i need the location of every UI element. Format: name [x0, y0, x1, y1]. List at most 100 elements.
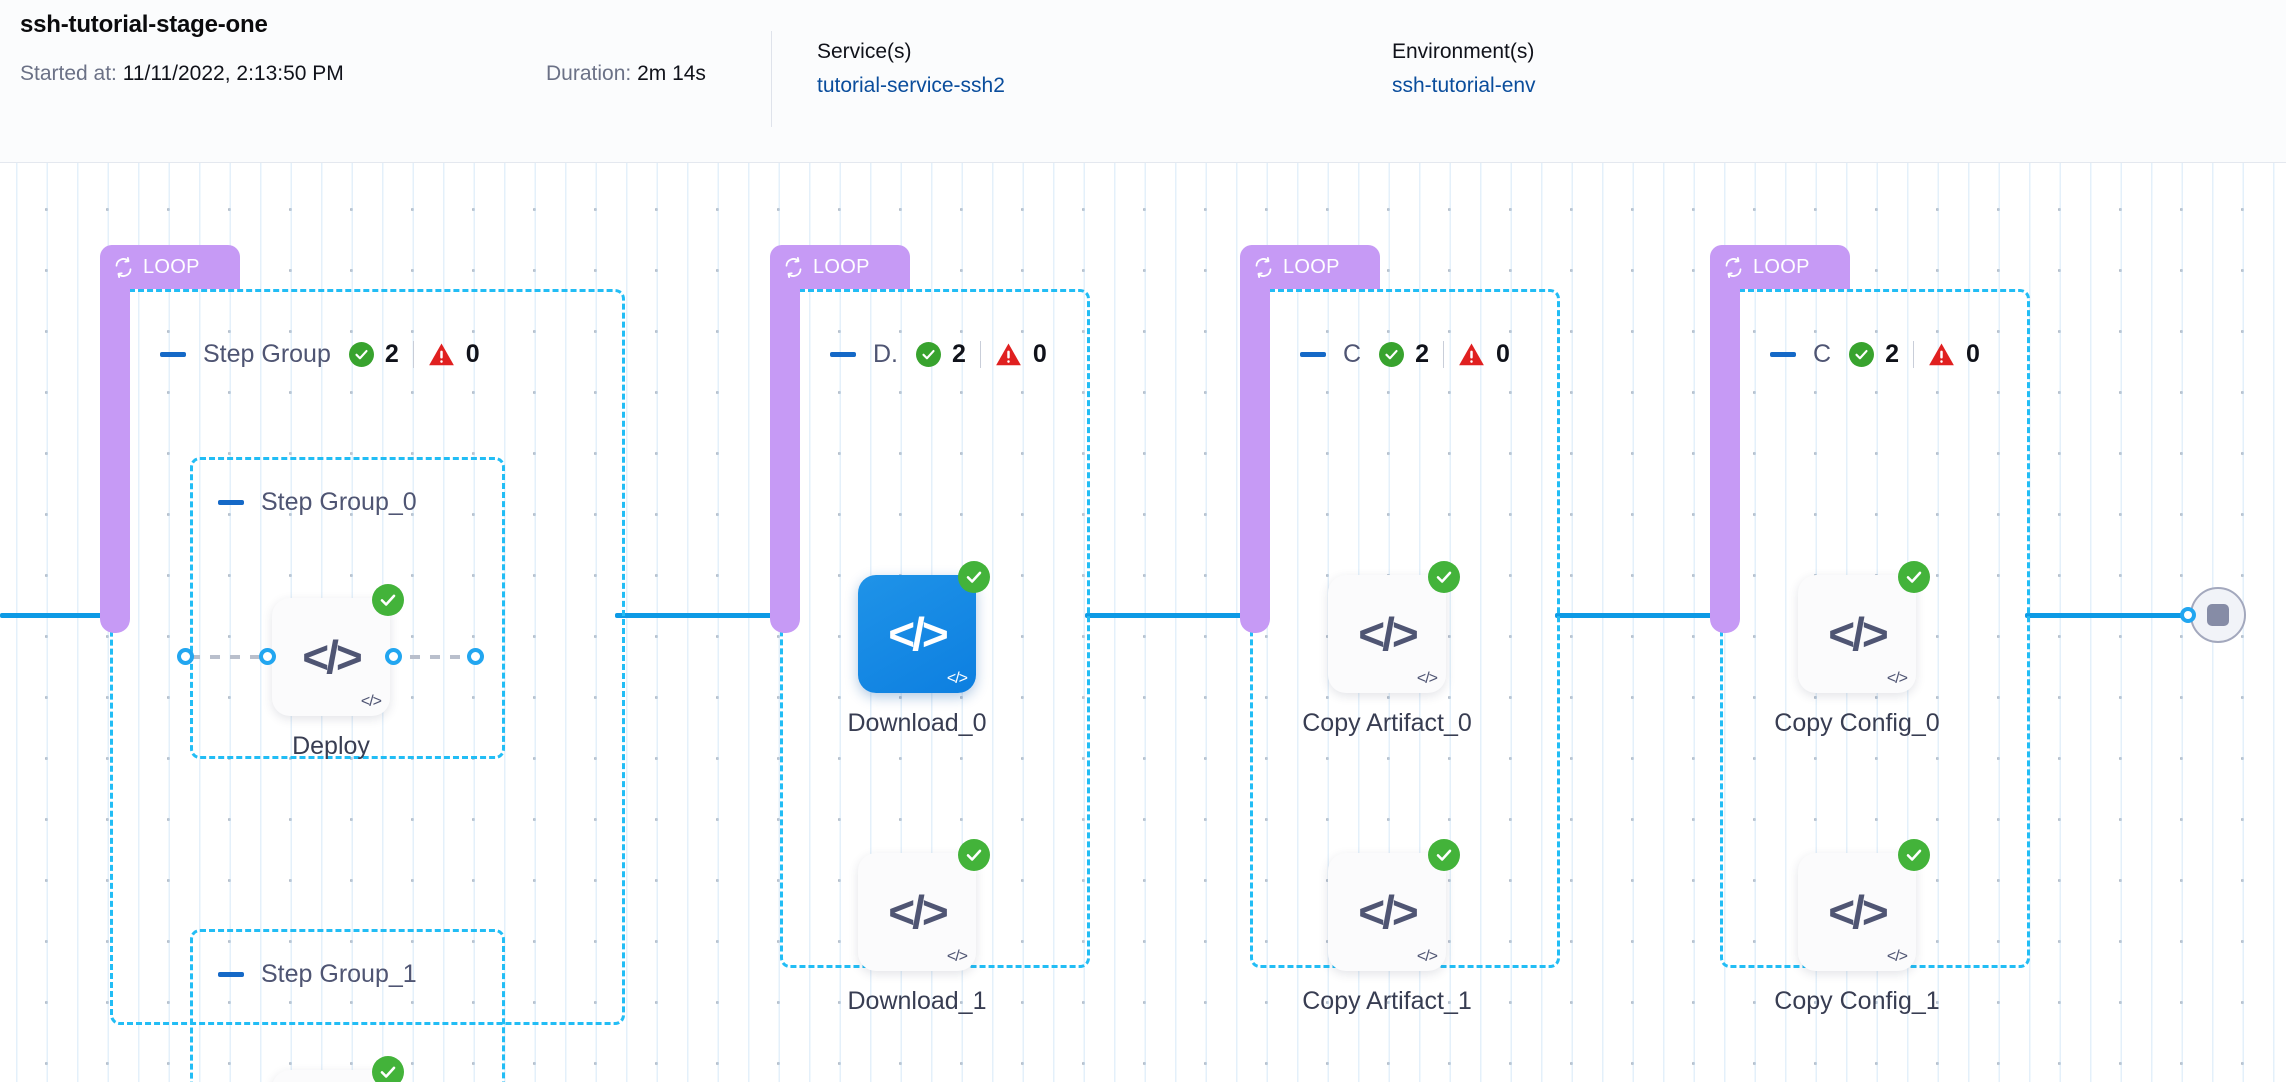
- node-tile[interactable]: </> </>: [272, 598, 390, 716]
- node-tile[interactable]: </> </>: [858, 575, 976, 693]
- collapse-toggle[interactable]: [160, 352, 186, 357]
- status-divider: [1912, 341, 1914, 368]
- code-icon: </>: [1358, 608, 1418, 660]
- group-boundary: [110, 289, 625, 1025]
- loop-group-download: LOOP D. 2 0: [770, 245, 1090, 1025]
- loop-group-copy-config: LOOP C 2 0: [1710, 245, 2030, 1025]
- group-header-copy-artifact: C 2 0: [1300, 340, 1510, 369]
- connector-dot-left[interactable]: [259, 648, 276, 665]
- inner-group-step-group-0: [190, 457, 505, 759]
- status-divider: [412, 341, 414, 368]
- group-title: Step Group: [203, 340, 331, 368]
- stop-square-icon: [2207, 604, 2229, 626]
- connector-line-entry: [0, 613, 110, 618]
- shell-script-icon: </>: [1886, 948, 1908, 965]
- shell-script-icon: </>: [1416, 670, 1438, 687]
- code-icon: </>: [1828, 886, 1888, 938]
- group-title: C: [1813, 340, 1832, 368]
- environment-link[interactable]: ssh-tutorial-env: [1392, 74, 1536, 97]
- failure-count: 0: [1495, 340, 1510, 368]
- environment-block: Environment(s) ssh-tutorial-env: [1392, 40, 1536, 98]
- group-header-download: D. 2 0: [830, 340, 1047, 369]
- node-label: Copy Config_0: [1774, 709, 1940, 737]
- page-title: ssh-tutorial-stage-one: [20, 11, 268, 38]
- step-node-copy-artifact-1: </> </> Copy Artifact_1: [1302, 839, 1472, 1015]
- service-block: Service(s) tutorial-service-ssh2: [817, 40, 1005, 98]
- node-tile[interactable]: </> </>: [1798, 575, 1916, 693]
- status-badge-success: [372, 1056, 404, 1082]
- collapse-toggle[interactable]: [1770, 352, 1796, 357]
- group-header-step-group: Step Group 2 0: [160, 340, 480, 369]
- success-count: 2: [1415, 340, 1429, 368]
- shell-script-icon: </>: [1886, 670, 1908, 687]
- connector-dot-far-left[interactable]: [177, 648, 194, 665]
- loop-icon: [1725, 256, 1742, 278]
- execution-header: ssh-tutorial-stage-one Started at: 11/11…: [0, 0, 2286, 163]
- node-tile[interactable]: </> </>: [858, 853, 976, 971]
- failure-count: 0: [1965, 340, 1980, 368]
- status-divider: [1442, 341, 1444, 368]
- loop-group-copy-artifact: LOOP C 2 0: [1240, 245, 1560, 1025]
- collapse-toggle[interactable]: [1300, 352, 1326, 357]
- status-badge-success: [958, 839, 990, 871]
- loop-badge[interactable]: LOOP: [1710, 245, 1850, 289]
- service-label: Service(s): [817, 40, 912, 63]
- failure-count: 0: [465, 340, 480, 368]
- code-icon: </>: [888, 886, 948, 938]
- group-status: 2 0: [1379, 340, 1510, 369]
- loop-bar: [1710, 245, 1740, 633]
- duration-row: Duration: 2m 14s: [546, 62, 706, 86]
- header-divider: [771, 31, 772, 127]
- loop-badge[interactable]: LOOP: [100, 245, 240, 289]
- success-check-icon: [1849, 342, 1875, 367]
- collapse-toggle[interactable]: [218, 500, 244, 505]
- connector-dot-right[interactable]: [385, 648, 402, 665]
- loop-icon: [115, 256, 132, 278]
- success-check-icon: [916, 342, 941, 367]
- pipeline-canvas[interactable]: LOOP Step Group 2 0: [0, 163, 2286, 1082]
- group-header-step-group-0: Step Group_0: [218, 488, 435, 517]
- node-tile[interactable]: </> </>: [1798, 853, 1916, 971]
- loop-icon: [1255, 256, 1272, 278]
- stop-button[interactable]: [2190, 587, 2246, 643]
- collapse-toggle[interactable]: [218, 972, 244, 977]
- status-badge-success: [958, 561, 990, 593]
- group-title: Step Group_1: [261, 960, 417, 988]
- loop-group-step-group: LOOP Step Group 2 0: [100, 245, 625, 1082]
- connector-line-1: [615, 613, 775, 618]
- step-node-step-group-1-item: </> </>: [272, 1056, 404, 1082]
- success-count: 2: [952, 340, 966, 368]
- node-label: Download_0: [847, 709, 987, 737]
- loop-badge-label: LOOP: [1753, 255, 1810, 278]
- status-badge-success: [1898, 561, 1930, 593]
- loop-bar: [770, 245, 800, 633]
- node-tile[interactable]: </> </>: [1328, 575, 1446, 693]
- node-label: Deploy: [292, 732, 370, 760]
- loop-badge[interactable]: LOOP: [770, 245, 910, 289]
- failure-warning-icon: [1459, 343, 1484, 366]
- loop-badge-label: LOOP: [813, 255, 870, 278]
- node-tile[interactable]: </> </>: [1328, 853, 1446, 971]
- node-link-right: [390, 655, 474, 659]
- group-status: 2 0: [1849, 340, 1980, 369]
- status-badge-success: [372, 584, 404, 616]
- pipeline-end-node: [2180, 587, 2246, 643]
- step-node-copy-config-0: </> </> Copy Config_0: [1774, 561, 1940, 737]
- connector-line-exit: [2025, 613, 2190, 618]
- connector-dot-end[interactable]: [2180, 607, 2196, 623]
- step-node-copy-config-1: </> </> Copy Config_1: [1774, 839, 1940, 1015]
- loop-badge[interactable]: LOOP: [1240, 245, 1380, 289]
- duration-label: Duration:: [546, 62, 632, 85]
- shell-script-icon: </>: [360, 693, 382, 710]
- group-title: D.: [873, 340, 898, 368]
- code-icon: </>: [302, 631, 362, 683]
- environment-label: Environment(s): [1392, 40, 1535, 63]
- node-tile[interactable]: </> </>: [272, 1070, 390, 1082]
- connector-dot-far-right[interactable]: [467, 648, 484, 665]
- success-check-icon: [348, 342, 374, 367]
- success-count: 2: [1885, 340, 1899, 368]
- collapse-toggle[interactable]: [830, 352, 856, 357]
- node-label: Download_1: [847, 987, 987, 1015]
- service-link[interactable]: tutorial-service-ssh2: [817, 74, 1005, 97]
- connector-line-3: [1555, 613, 1715, 618]
